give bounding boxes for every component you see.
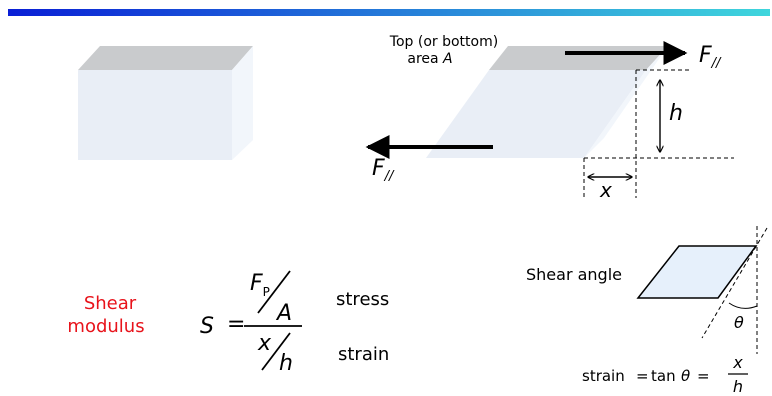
strain-formula-numerator: x	[732, 353, 743, 372]
sheared-front-face	[426, 70, 646, 158]
formula-h-symbol: h	[279, 351, 293, 376]
strain-formula-denominator: h	[733, 377, 743, 396]
slanted-reference-line	[701, 227, 768, 339]
strain-formula-equals: =	[636, 367, 649, 385]
shear-modulus-formula: S = FP A x h stress strain	[200, 270, 389, 376]
sheared-parallelogram	[636, 245, 758, 299]
formula-force-symbol: FP	[250, 271, 270, 299]
width-label: x	[599, 178, 612, 202]
strain-formula-tan: tan	[651, 367, 676, 385]
strain-formula-theta: θ	[681, 367, 690, 385]
formula-equals: =	[227, 312, 245, 337]
force-label-left: F//	[372, 156, 395, 184]
block-side-face	[232, 46, 253, 160]
shear-modulus-label-line2: modulus	[67, 316, 144, 337]
strain-formula-word: strain	[582, 367, 625, 385]
shear-angle-diagram: θ Shear angle	[526, 226, 768, 354]
strain-label: strain	[338, 344, 389, 365]
undeformed-block	[78, 46, 253, 160]
shear-angle-label: Shear angle	[526, 265, 622, 284]
angle-arc	[728, 302, 758, 309]
formula-slash-bottom	[261, 332, 291, 371]
formula-x-symbol: x	[257, 331, 272, 356]
height-label: h	[669, 101, 683, 126]
block-top-face	[78, 46, 253, 70]
sheared-side-face	[584, 46, 668, 158]
sheared-block	[426, 46, 668, 158]
formula-slash-top	[257, 270, 291, 314]
shear-modulus-label-line1: Shear	[84, 293, 137, 314]
formula-area-symbol: A	[275, 301, 292, 326]
strain-formula: strain = tan θ = x h	[582, 353, 748, 396]
force-label-right: F//	[699, 43, 722, 71]
formula-lhs: S	[200, 314, 214, 339]
stress-label: stress	[336, 289, 389, 310]
sheared-top-face	[489, 46, 668, 70]
strain-formula-equals2: =	[697, 367, 710, 385]
block-front-face	[78, 70, 232, 160]
title-gradient-bar	[8, 9, 770, 16]
theta-label: θ	[734, 313, 744, 332]
reference-dashed-lines	[583, 69, 734, 198]
top-area-label-line1: Top (or bottom)	[389, 34, 498, 50]
top-area-label-line2: area A	[407, 51, 452, 67]
